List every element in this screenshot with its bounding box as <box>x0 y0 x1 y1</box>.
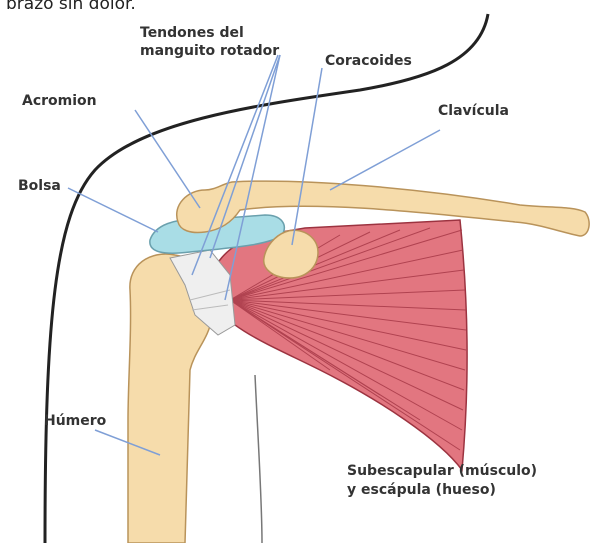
label-bolsa: Bolsa <box>18 177 61 195</box>
label-subescapular-line1: Subescapular (músculo) <box>347 462 537 480</box>
pointer-clavicula <box>330 130 440 190</box>
label-humero: Húmero <box>44 412 106 430</box>
label-tendones-line2: manguito rotador <box>140 42 279 60</box>
label-acromion: Acromion <box>22 92 97 110</box>
label-clavicula: Clavícula <box>438 102 509 120</box>
pointer-acromion <box>135 110 200 208</box>
torso-outline <box>255 375 262 543</box>
label-tendones-line1: Tendones del <box>140 24 244 42</box>
pointer-bolsa <box>68 188 158 232</box>
label-subescapular-line2: y escápula (hueso) <box>347 481 496 499</box>
pointer-coracoides <box>292 68 322 245</box>
label-coracoides: Coracoides <box>325 52 412 70</box>
